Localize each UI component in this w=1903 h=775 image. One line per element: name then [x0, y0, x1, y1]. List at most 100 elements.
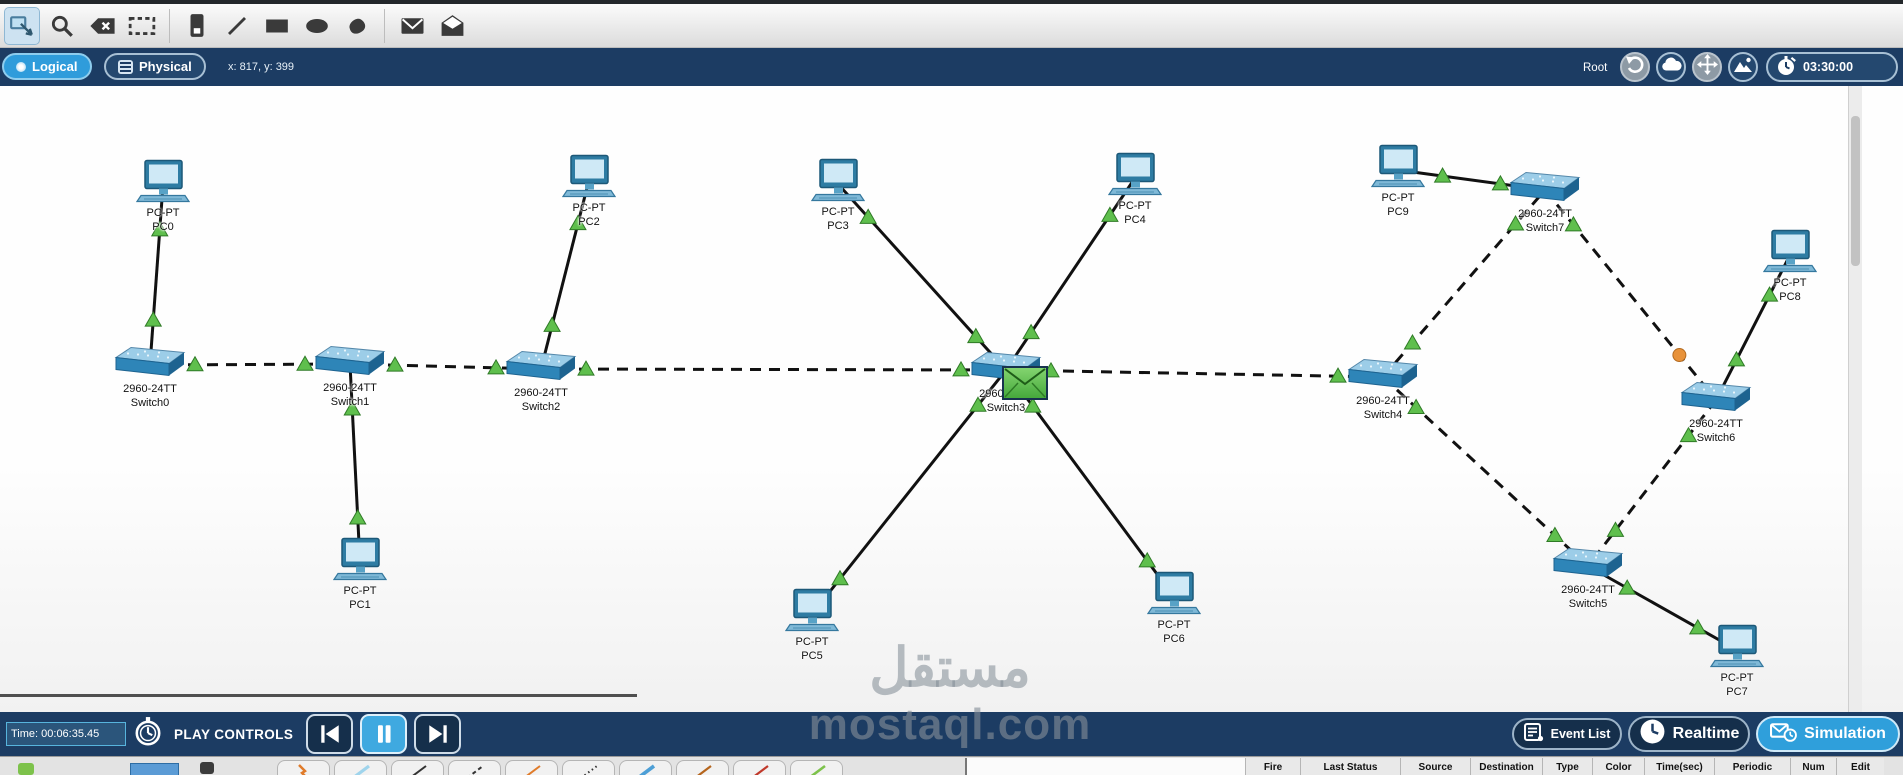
copper-straight-cable-icon	[406, 763, 430, 775]
phone-cable-icon	[577, 763, 601, 775]
realtime-clock-icon	[1639, 718, 1666, 750]
pdu-header-last-status: Last Status	[1300, 758, 1400, 775]
switch-icon	[1680, 381, 1752, 420]
pdu-header-source: Source	[1400, 758, 1470, 775]
back-button[interactable]	[1620, 52, 1650, 82]
toolbar-delete-tool[interactable]	[85, 8, 119, 44]
pc-icon	[135, 159, 191, 211]
event-list-button[interactable]: Event List	[1512, 718, 1622, 750]
toolbar-ellipse-tool[interactable]	[300, 8, 334, 44]
cable-phone-button[interactable]	[562, 760, 615, 775]
tab-logical[interactable]: Logical	[2, 53, 92, 80]
cable-copper-straight-button[interactable]	[391, 760, 444, 775]
root-cluster-label: Root	[1583, 62, 1608, 74]
canvas-horizontal-scroll-line[interactable]	[0, 694, 637, 697]
toolbar-simple-pdu-tool[interactable]	[395, 8, 429, 44]
pdu-header-num: Num	[1790, 758, 1836, 775]
cable-coax-button[interactable]	[619, 760, 672, 775]
simulation-bottom-bar: Time: 00:06:35.45 PLAY CONTROLS Event Li…	[0, 712, 1903, 756]
realtime-mode-button[interactable]: Realtime	[1628, 716, 1750, 752]
cable-octal-button[interactable]	[790, 760, 843, 775]
device-category-icon[interactable]	[200, 762, 214, 774]
cable-serial-dte-button[interactable]	[733, 760, 786, 775]
switch-icon	[1347, 358, 1419, 397]
pc-icon	[784, 588, 840, 640]
main-toolbar	[0, 4, 1903, 48]
landscape-icon	[1732, 56, 1754, 79]
environment-button[interactable]	[1656, 52, 1686, 82]
environment-time-button[interactable]: 03:30:00	[1766, 52, 1898, 82]
environment-time: 03:30:00	[1803, 60, 1854, 74]
pc-icon	[1107, 152, 1163, 204]
toolbar-separator	[169, 8, 170, 43]
vertical-scrollbar-thumb[interactable]	[1851, 116, 1860, 266]
toolbar-complex-pdu-tool[interactable]	[435, 8, 469, 44]
toolbar-rectangle-tool[interactable]	[260, 8, 294, 44]
toolbar-line-tool[interactable]	[220, 8, 254, 44]
cable-serial-dce-button[interactable]	[676, 760, 729, 775]
toolbar-separator	[384, 8, 385, 43]
toolbar-select-tool[interactable]	[4, 6, 40, 45]
pdu-header-time-sec-: Time(sec)	[1644, 758, 1714, 775]
step-forward-button[interactable]	[414, 714, 461, 754]
tab-physical-label: Physical	[139, 59, 192, 74]
cloud-icon	[1660, 56, 1682, 78]
clock-icon	[1776, 55, 1798, 80]
cable-console-button[interactable]	[334, 760, 387, 775]
envelope-flap	[1004, 368, 1046, 398]
pdu-header-edit: Edit	[1836, 758, 1884, 775]
simulation-label: Simulation	[1804, 725, 1886, 742]
switch-icon	[1509, 171, 1581, 210]
reset-simulation-button[interactable]	[129, 715, 167, 753]
switch-icon	[114, 346, 186, 385]
simulation-time-display: Time: 00:06:35.45	[6, 722, 126, 746]
step-back-button[interactable]	[306, 714, 353, 754]
pc-icon	[1370, 144, 1426, 196]
pc-icon	[1762, 229, 1818, 281]
device-category-icon[interactable]	[18, 763, 34, 775]
pdu-envelope[interactable]	[1002, 366, 1048, 400]
cable-copper-cross-button[interactable]	[448, 760, 501, 775]
device-category-icon[interactable]	[130, 763, 179, 775]
stopwatch-icon	[132, 716, 164, 753]
tab-physical[interactable]: Physical	[104, 53, 206, 80]
viewport-button[interactable]	[1728, 52, 1758, 82]
pan-icon	[1696, 54, 1718, 80]
cable-auto-connect-button[interactable]	[277, 760, 330, 775]
cable-palette	[277, 760, 843, 775]
pdu-list-panel-edge	[965, 758, 1245, 775]
vertical-scrollbar[interactable]	[1848, 86, 1862, 712]
physical-icon	[118, 59, 133, 74]
switch-icon	[314, 345, 386, 384]
undo-icon	[1625, 55, 1645, 80]
pan-button[interactable]	[1692, 52, 1722, 82]
toolbar-inspect-tool[interactable]	[125, 8, 159, 44]
switch-icon	[505, 350, 577, 389]
switch-icon	[1552, 547, 1624, 586]
simulation-mode-button[interactable]: Simulation	[1756, 716, 1900, 752]
simulation-envelope-icon	[1770, 720, 1798, 748]
pdu-header-destination: Destination	[1470, 758, 1542, 775]
playback-buttons	[306, 714, 461, 754]
cable-fiber-button[interactable]	[505, 760, 558, 775]
copper-cross-cable-icon	[463, 763, 487, 775]
toolbar-zoom-tool[interactable]	[45, 8, 79, 44]
pause-button[interactable]	[360, 714, 407, 754]
cursor-coordinates: x: 817, y: 399	[228, 61, 295, 73]
toolbar-notes-tool[interactable]	[180, 8, 214, 44]
pdu-header-type: Type	[1542, 758, 1592, 775]
toolbar-freeform-tool[interactable]	[340, 8, 374, 44]
